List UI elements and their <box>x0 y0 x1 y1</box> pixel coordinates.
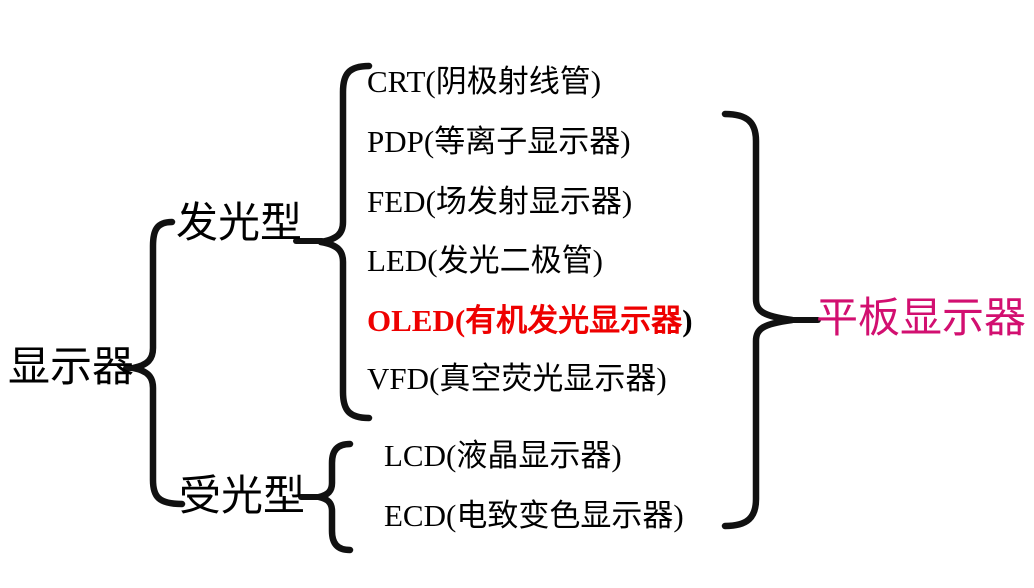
group-label-emissive: 发光型 <box>176 201 303 247</box>
group-label-receptive: 受光型 <box>179 474 306 520</box>
item-oled-closing-paren: ) <box>682 303 693 338</box>
item-led: LED(发光二极管) <box>367 243 603 278</box>
emissive-brace <box>317 62 373 422</box>
root-brace <box>129 218 186 508</box>
flat-panel-label: 平板显示器 <box>816 296 1027 342</box>
flat-panel-brace <box>721 110 796 530</box>
item-ecd: ECD(电致变色显示器) <box>384 498 684 533</box>
item-lcd: LCD(液晶显示器) <box>384 438 622 473</box>
root-node-label: 显示器 <box>8 345 135 391</box>
item-vfd: VFD(真空荧光显示器) <box>367 361 667 396</box>
receptive-brace <box>315 440 354 554</box>
item-oled: OLED(有机发光显示器) <box>367 301 693 341</box>
item-pdp: PDP(等离子显示器) <box>367 124 631 159</box>
item-crt: CRT(阴极射线管) <box>367 64 602 99</box>
item-fed: FED(场发射显示器) <box>367 184 633 219</box>
item-oled-text: OLED(有机发光显示器 <box>367 303 683 338</box>
